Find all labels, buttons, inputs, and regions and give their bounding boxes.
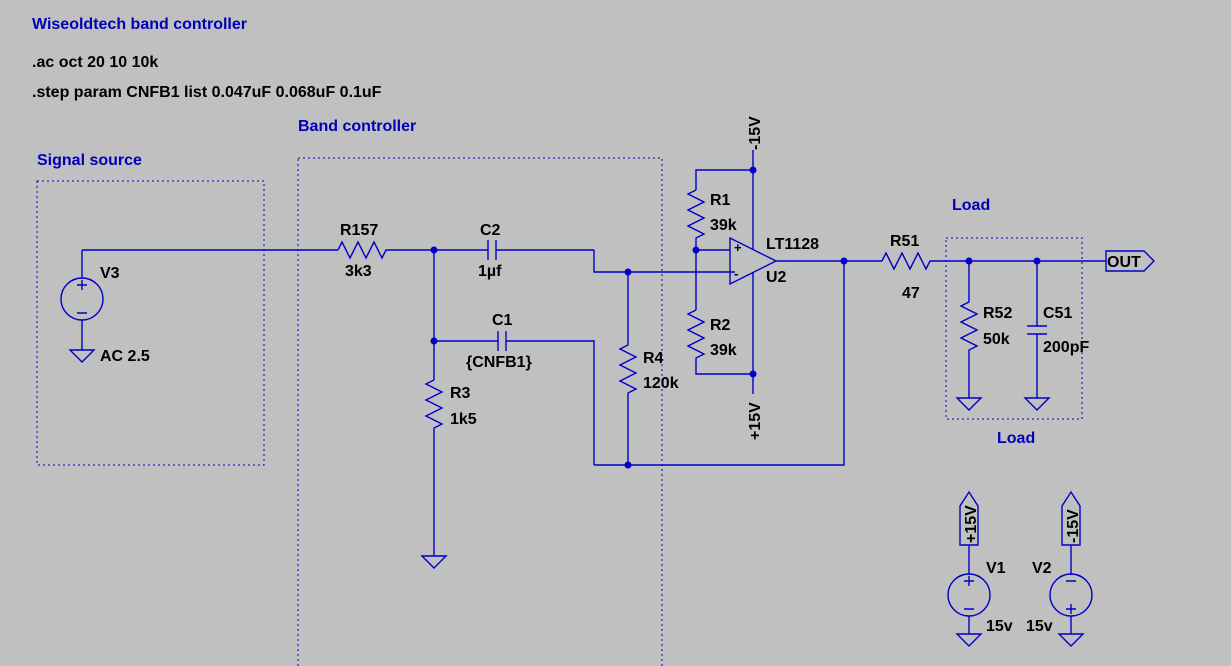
resistor-r157[interactable] <box>337 240 434 260</box>
opamp-minus-pin: - <box>734 266 738 281</box>
ground-icon <box>955 397 983 411</box>
c2-name: C2 <box>480 222 501 239</box>
r3-name: R3 <box>450 385 471 402</box>
wire-r1-top <box>695 169 753 190</box>
junction-dot <box>840 257 848 265</box>
ground-icon <box>68 349 96 363</box>
schematic-title[interactable]: Wiseoldtech band controller <box>32 16 247 33</box>
junction-dot <box>624 461 632 469</box>
c1-value: {CNFB1} <box>466 354 532 371</box>
v1-name: V1 <box>986 560 1006 577</box>
ground-icon <box>955 633 983 647</box>
load-label-bottom[interactable]: Load <box>997 430 1035 447</box>
band-controller-label[interactable]: Band controller <box>298 118 416 135</box>
r157-name: R157 <box>340 222 378 239</box>
v2-name: V2 <box>1032 560 1052 577</box>
r157-value: 3k3 <box>345 263 372 280</box>
out-port-label: OUT <box>1107 254 1141 271</box>
wire-feedback <box>594 260 845 466</box>
load-box <box>945 237 1083 420</box>
voltage-source-v2[interactable] <box>1049 490 1093 647</box>
wire-c2-to-opamp <box>593 250 735 273</box>
opamp-u2[interactable] <box>729 170 778 374</box>
capacitor-c2[interactable] <box>486 240 594 260</box>
resistor-r3[interactable] <box>424 379 444 556</box>
capacitor-c51[interactable] <box>1027 261 1047 398</box>
v3-name: V3 <box>100 265 120 282</box>
resistor-r2[interactable] <box>686 309 753 375</box>
load-label-top[interactable]: Load <box>952 197 990 214</box>
v2-value: 15v <box>1026 618 1053 635</box>
r1-name: R1 <box>710 192 731 209</box>
ground-icon <box>420 555 448 569</box>
r3-value: 1k5 <box>450 411 477 428</box>
v1-net-label: +15V <box>963 505 980 543</box>
v3-value: AC 2.5 <box>100 348 150 365</box>
c51-value: 200pF <box>1043 339 1089 356</box>
r4-name: R4 <box>643 350 664 367</box>
u2-value: LT1128 <box>766 236 819 253</box>
neg15-rail-label: -15V <box>747 116 764 150</box>
r4-value: 120k <box>643 375 679 392</box>
r2-value: 39k <box>710 342 737 359</box>
r51-name: R51 <box>890 233 919 250</box>
v2-net-label: -15V <box>1065 509 1082 543</box>
c51-name: C51 <box>1043 305 1072 322</box>
voltage-source-v3[interactable] <box>60 250 104 363</box>
resistor-r4[interactable] <box>618 272 638 465</box>
capacitor-c1[interactable] <box>434 331 595 465</box>
c1-name: C1 <box>492 312 513 329</box>
r51-value: 47 <box>902 285 920 302</box>
signal-source-box <box>36 180 265 466</box>
resistor-r1[interactable] <box>686 189 706 310</box>
u2-name: U2 <box>766 269 787 286</box>
opamp-plus-pin: + <box>734 240 742 255</box>
ac-directive[interactable]: .ac oct 20 10 10k <box>32 54 158 71</box>
ground-icon <box>1057 633 1085 647</box>
ground-icon <box>1023 397 1051 411</box>
resistor-r52[interactable] <box>959 261 979 398</box>
band-controller-box <box>297 157 663 666</box>
c2-value: 1µf <box>478 263 502 280</box>
v1-value: 15v <box>986 618 1013 635</box>
step-directive[interactable]: .step param CNFB1 list 0.047uF 0.068uF 0… <box>32 84 382 101</box>
resistor-r51[interactable] <box>881 251 1106 271</box>
out-port-icon[interactable] <box>1105 250 1155 272</box>
r52-name: R52 <box>983 305 1012 322</box>
voltage-source-v1[interactable] <box>947 490 991 647</box>
r2-name: R2 <box>710 317 731 334</box>
r52-value: 50k <box>983 331 1010 348</box>
r1-value: 39k <box>710 217 737 234</box>
pos15-rail-label: +15V <box>747 402 764 440</box>
signal-source-label[interactable]: Signal source <box>37 152 142 169</box>
